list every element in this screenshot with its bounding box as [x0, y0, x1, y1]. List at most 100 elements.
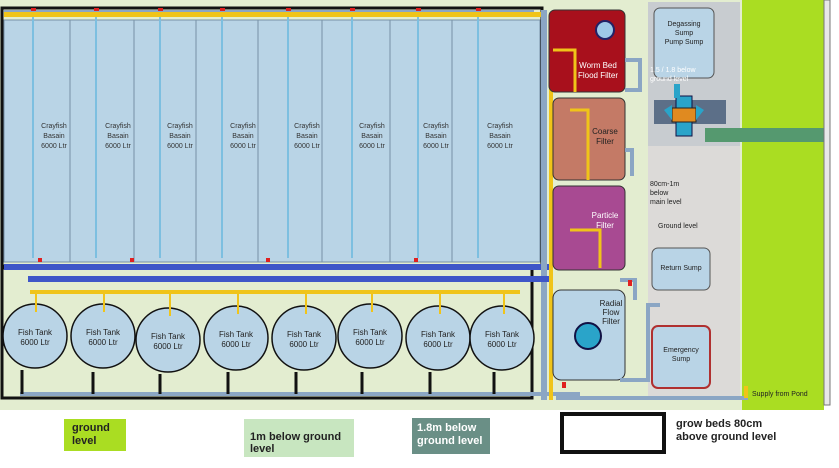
legend-grow-beds-line1: grow beds 80cm [676, 418, 763, 430]
crayfish-basin[interactable] [451, 19, 541, 263]
transfer-pipe [570, 228, 602, 268]
crayfish-basin[interactable] [257, 19, 323, 263]
pump-outlet [696, 105, 704, 120]
legend-one-m: 1m below ground level [244, 419, 354, 457]
fish-tank-supply-pipe [30, 290, 520, 294]
return-pipe [625, 148, 634, 176]
transfer-pipe [553, 48, 577, 92]
emergency-sump[interactable] [651, 325, 711, 389]
crayfish-basin[interactable] [3, 19, 71, 263]
fish-tank[interactable] [271, 305, 337, 371]
return-pipe [620, 278, 637, 300]
main-supply-riser [549, 40, 553, 400]
supply-from-pond-label: Supply from Pond [752, 391, 808, 398]
valve-marker [220, 8, 225, 11]
ground-strip [742, 0, 824, 410]
sump-drain-pipe [556, 396, 748, 400]
valve-marker [628, 280, 632, 286]
fish-tanks [2, 303, 535, 373]
legend-one-eight-m-line2: ground level [417, 435, 483, 447]
main-return-riser [541, 10, 547, 400]
legend-grow-beds: grow beds 80cm above ground level [676, 418, 836, 450]
filter-return-pipes [620, 58, 660, 382]
manifold-link [533, 276, 549, 282]
valve-marker [562, 382, 566, 388]
worm-bed-pump [595, 20, 615, 40]
return-pipe [620, 303, 660, 382]
legend-grow-beds-line2: above ground level [676, 431, 777, 443]
legend-ground-line2: level [72, 435, 97, 447]
crayfish-basin[interactable] [389, 19, 453, 263]
fish-tank[interactable] [203, 305, 269, 371]
valve-marker [38, 258, 42, 262]
basin-feed-lines [32, 14, 479, 258]
valve-marker [416, 8, 421, 11]
return-sump[interactable] [651, 247, 711, 291]
fish-tank[interactable] [469, 305, 535, 371]
valve-marker [266, 258, 270, 262]
return-pipe [625, 58, 642, 92]
pump-inlet [664, 105, 672, 120]
legend-grow-beds-swatch [560, 412, 666, 454]
crayfish-basin[interactable] [321, 19, 391, 263]
return-sump-label: Return Sump [660, 265, 701, 272]
basin-drain-manifold [4, 264, 550, 270]
legend-one-eight-m-line1: 1.8m below [417, 422, 477, 434]
fish-tank-inlets [35, 292, 505, 316]
pump-impeller [671, 107, 697, 123]
fish-tank-drain-pipe [20, 392, 580, 396]
fish-tank-drains [20, 370, 496, 394]
transfer-pipe [570, 108, 590, 180]
valve-marker [130, 258, 134, 262]
particle-filter[interactable] [552, 185, 626, 271]
valve-marker [158, 8, 163, 11]
valve-marker [31, 8, 36, 11]
pump-riser [674, 84, 680, 98]
site-edge [823, 0, 831, 406]
crayfish-basin[interactable] [195, 19, 259, 263]
legend-ground-line1: ground [72, 422, 110, 434]
degassing-sump[interactable] [653, 7, 715, 79]
valve-marker [94, 8, 99, 11]
valve-markers [31, 8, 632, 388]
supply-pipe-band [705, 128, 825, 142]
fish-tank[interactable] [135, 307, 201, 373]
valve-marker [476, 8, 481, 11]
fish-tank[interactable] [337, 303, 403, 369]
legend-one-m-line2: level [250, 443, 275, 455]
legend-ground: ground level [64, 419, 126, 451]
supply-pipe [744, 386, 748, 398]
crayfish-basin[interactable] [133, 19, 197, 263]
legend-one-eight-m: 1.8m below ground level [412, 418, 490, 454]
crayfish-basins [3, 19, 541, 263]
ground-level-note: Ground level [658, 223, 698, 230]
valve-marker [286, 8, 291, 11]
radial-filter-pump [574, 322, 602, 350]
valve-marker [350, 8, 355, 11]
crayfish-basin[interactable] [69, 19, 135, 263]
